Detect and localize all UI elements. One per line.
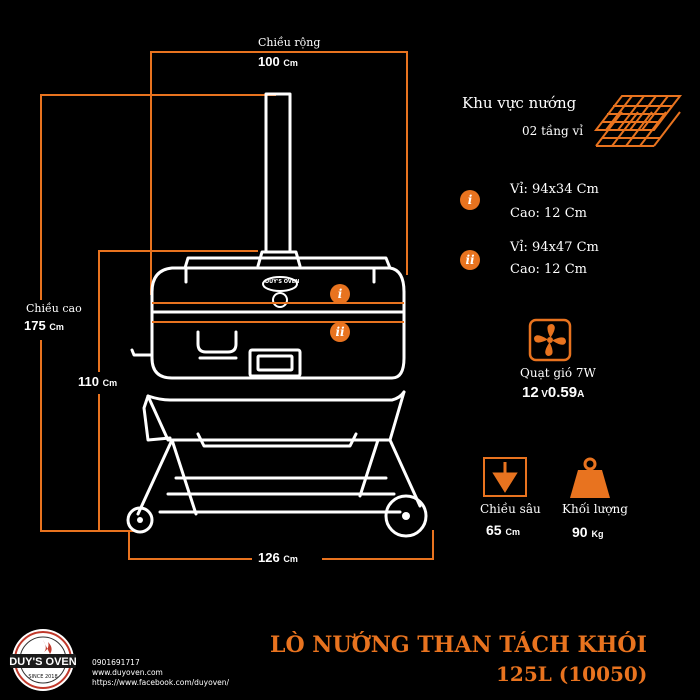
brand-logo: DUY'S OVEN SINCE 2018 <box>9 629 77 691</box>
depth-value: 65 Cm <box>486 522 520 538</box>
body-height-label-box <box>76 372 130 394</box>
grill-area-subtitle: 02 tầng vỉ <box>522 124 584 138</box>
product-model: 125L (10050) <box>496 662 648 686</box>
grill-rack-icon <box>593 95 683 147</box>
width-label: Chiều rộng <box>258 36 321 49</box>
width-dim-top <box>150 51 408 53</box>
rack-i-size: Vỉ: 94x34 Cm <box>510 182 599 197</box>
rack-badge-i: i <box>460 190 480 210</box>
brand-phone: 0901691717 <box>92 658 140 667</box>
product-title: LÒ NƯỚNG THAN TÁCH KHÓI <box>270 632 647 658</box>
rack-badge-i-on-grill: i <box>330 284 350 304</box>
width-value: 100 Cm <box>258 54 298 69</box>
height-label-box <box>20 300 70 340</box>
weight-value: 90 Kg <box>572 524 604 540</box>
height-label: Chiều cao <box>26 302 82 315</box>
rack-badge-ii-on-grill: ii <box>330 322 350 342</box>
height-dim-top <box>40 94 276 96</box>
brand-contact: 0901691717 www.duyoven.com https://www.f… <box>92 658 229 688</box>
body-height-value: 110 Cm <box>78 374 118 389</box>
svg-text:DUY'S OVEN: DUY'S OVEN <box>9 656 76 668</box>
length-dim-left <box>128 530 130 560</box>
length-value: 126 Cm <box>258 550 298 565</box>
svg-text:SINCE 2018: SINCE 2018 <box>28 674 57 680</box>
rack-i-height: Cao: 12 Cm <box>510 206 587 221</box>
grill-area-title: Khu vực nướng <box>462 94 577 112</box>
weight-icon <box>570 457 610 498</box>
height-value: 175 Cm <box>24 318 64 333</box>
body-height-dim-top <box>98 250 258 252</box>
rack-ii-size: Vỉ: 94x47 Cm <box>510 240 599 255</box>
length-label-box <box>252 548 322 570</box>
depth-label: Chiều sâu <box>480 502 541 516</box>
fan-spec: 12 V0.59A <box>522 384 585 401</box>
rack-badge-ii: ii <box>460 250 480 270</box>
width-dim-right <box>406 51 408 275</box>
depth-arrow-icon <box>483 457 527 497</box>
height-dim-bottom <box>40 530 134 532</box>
weight-label: Khối lượng <box>562 502 628 516</box>
fan-icon <box>528 318 572 362</box>
brand-facebook[interactable]: https://www.facebook.com/duyoven/ <box>92 678 230 687</box>
length-dim-right <box>432 530 434 560</box>
rack-ii-height: Cao: 12 Cm <box>510 262 587 277</box>
fan-label: Quạt gió 7W <box>520 366 596 380</box>
lid-logo-text: DUY'S OVEN <box>265 279 300 285</box>
brand-website[interactable]: www.duyoven.com <box>92 668 163 677</box>
width-dim-left <box>150 51 152 295</box>
